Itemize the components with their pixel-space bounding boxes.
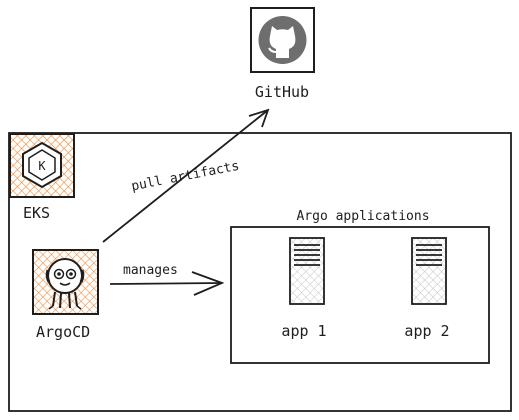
eks-node: K: [9, 133, 75, 198]
kubernetes-icon: K: [22, 141, 62, 189]
app-1-server: [289, 237, 325, 305]
argocd-node: [32, 249, 99, 315]
manages-label: manages: [123, 263, 178, 278]
app-2-server: [411, 237, 447, 305]
argo-octopus-icon: [45, 258, 85, 310]
github-node: [250, 7, 315, 73]
github-label: GitHub: [255, 83, 309, 101]
pull-artifacts-arrow: [102, 108, 270, 243]
argo-applications-group: [230, 226, 490, 364]
svg-text:K: K: [38, 159, 46, 173]
app-2-label: app 2: [404, 322, 449, 340]
eks-label: EKS: [23, 204, 50, 222]
argocd-label: ArgoCD: [36, 323, 90, 341]
manages-arrow: [109, 271, 225, 296]
server-icon: [411, 237, 447, 305]
eks-cluster-boundary: [8, 132, 512, 412]
server-icon: [289, 237, 325, 305]
github-octocat-icon: [258, 16, 307, 64]
app-1-label: app 1: [281, 322, 326, 340]
argo-applications-label: Argo applications: [296, 209, 429, 224]
pull-artifacts-label: pull artifacts: [130, 159, 240, 195]
